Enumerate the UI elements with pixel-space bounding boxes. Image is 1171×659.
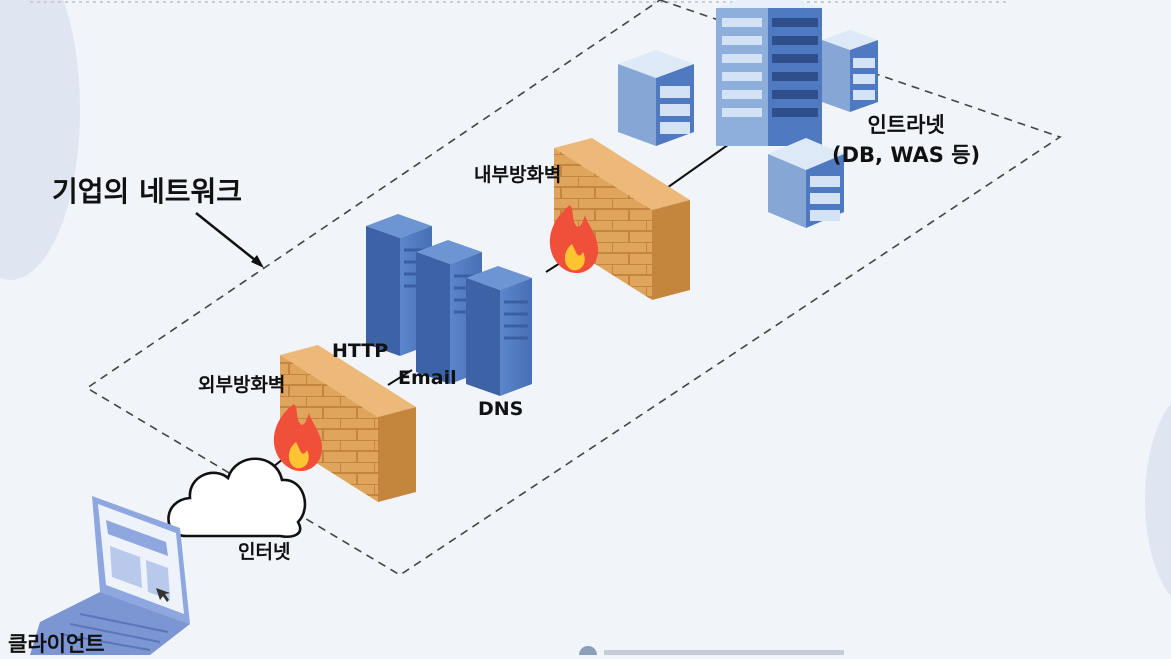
intranet-label-line1: 인트라넷 [867, 113, 945, 137]
external-firewall [273, 345, 416, 502]
dmz-servers [366, 214, 532, 396]
client-label: 클라이언트 [8, 632, 105, 656]
intranet-label-line2: (DB, WAS 등) [832, 143, 981, 167]
dns-label: DNS [478, 398, 524, 420]
background-decoration [0, 0, 1171, 597]
title-arrow [195, 212, 264, 268]
email-label: Email [398, 367, 457, 389]
http-label: HTTP [332, 340, 389, 362]
server-tower-main [716, 0, 822, 146]
internet-label: 인터넷 [238, 541, 291, 563]
footer-logo-icon [579, 646, 844, 659]
cloud-icon [167, 457, 307, 538]
intranet-label: 인트라넷 (DB, WAS 등) [832, 110, 980, 170]
external-firewall-label: 외부방화벽 [198, 374, 286, 396]
intranet-servers [618, 0, 878, 228]
server-stack-small-bottom [768, 138, 844, 228]
laptop-icon [30, 496, 190, 655]
flame-icon [549, 205, 599, 274]
enterprise-network-title: 기업의 네트워크 [52, 175, 243, 208]
server-stack-small-left [618, 50, 694, 146]
enterprise-network-boundary [85, 0, 1062, 576]
internal-firewall-label: 내부방화벽 [474, 164, 562, 186]
server-stack-small-right [822, 30, 878, 112]
flame-icon [273, 404, 323, 472]
server-dns [466, 266, 532, 396]
internal-firewall [549, 138, 690, 300]
